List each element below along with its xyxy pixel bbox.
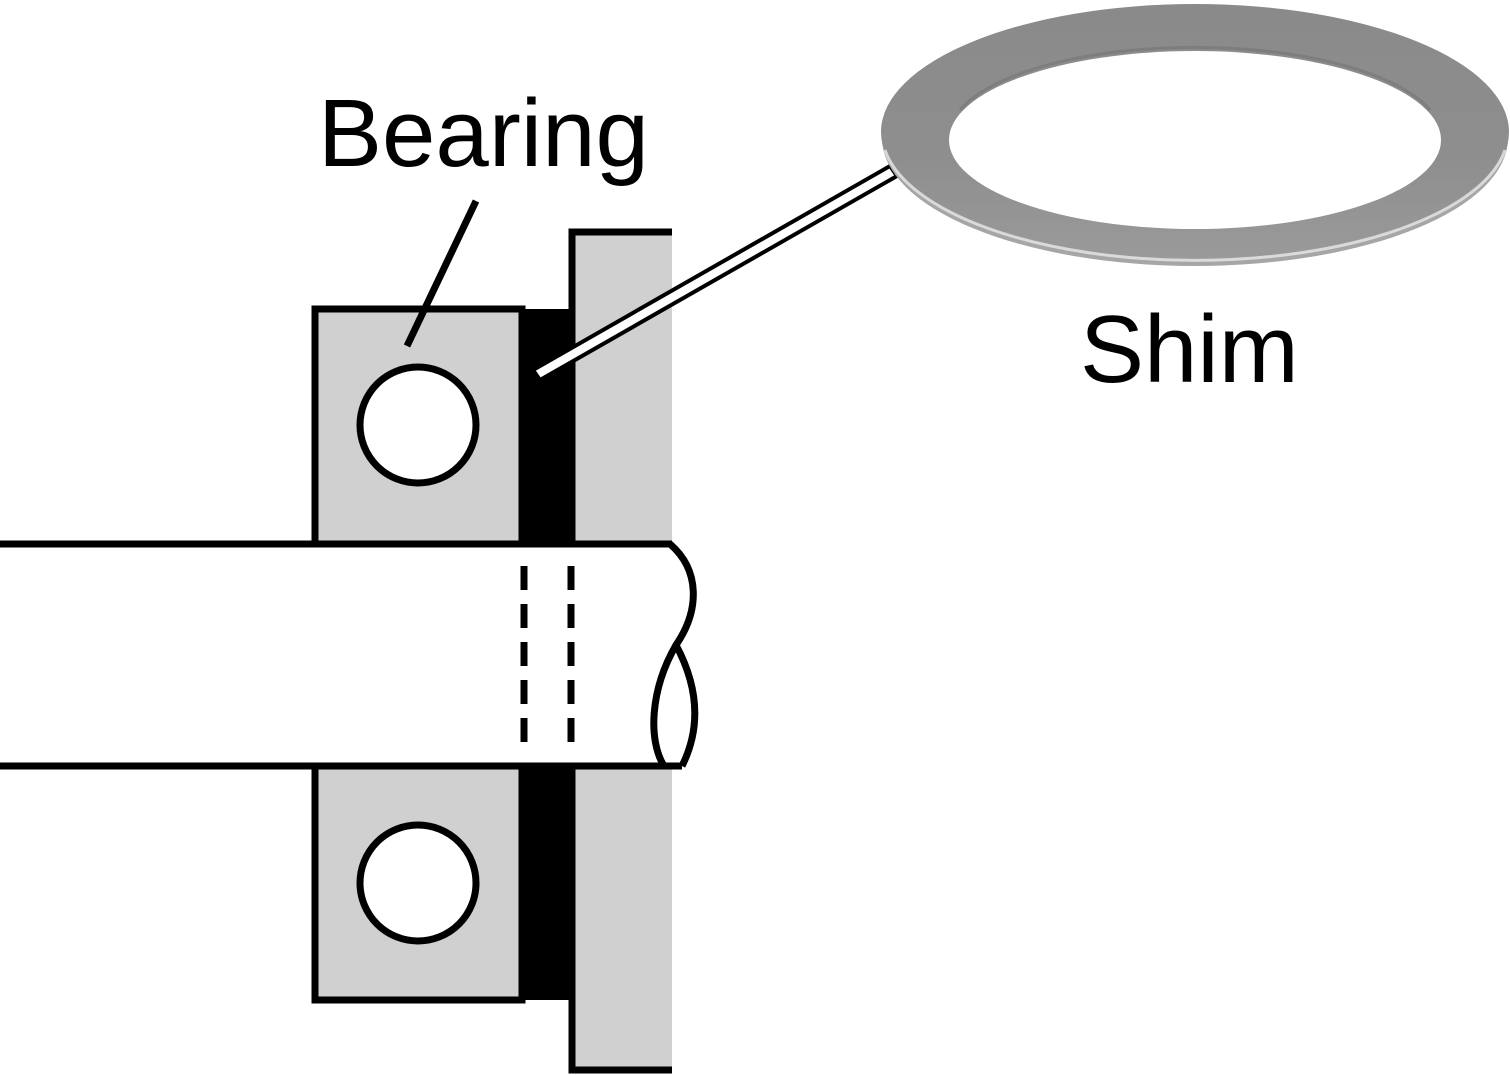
housing-upper (568, 228, 672, 548)
shim-ring (881, 4, 1509, 266)
housing-lower (568, 762, 672, 1074)
bearing-upper (311, 305, 526, 548)
shaft-break-lobe (672, 643, 699, 768)
bearing-ball-upper (356, 363, 480, 487)
shim-spacer-lower (522, 766, 572, 1000)
bearing-ball-lower (356, 821, 480, 945)
bearing-lower (311, 762, 526, 1004)
bearing-leader-line (403, 199, 480, 348)
shim-ring-hole (949, 51, 1441, 229)
shim-label: Shim (1080, 296, 1299, 403)
shim-ring-inner-highlight (958, 45, 1432, 111)
bearing-label: Bearing (318, 80, 649, 187)
shim-ring-outer-highlight (883, 149, 1507, 262)
shaft-body (0, 544, 672, 766)
shim-spacer-upper (522, 309, 572, 544)
shaft (0, 540, 699, 770)
